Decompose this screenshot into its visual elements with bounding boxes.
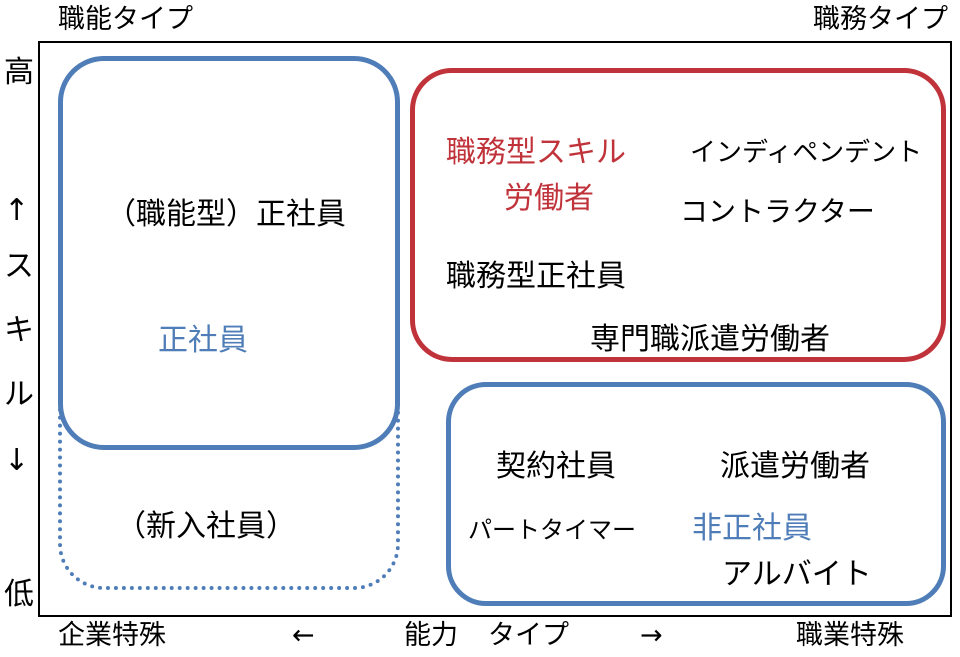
job-skill-worker-box <box>410 68 946 362</box>
contractor-label: コントラクター <box>680 195 875 228</box>
diagram-frame <box>38 41 952 617</box>
non-regular-employee-title: 非正社員 <box>692 511 812 546</box>
axis-occupation-specific-label: 職業特殊 <box>796 620 904 651</box>
axis-right-arrow: → <box>640 620 663 651</box>
axis-skill-char-1: ス <box>4 249 34 284</box>
arbeit-label: アルバイト <box>722 557 872 592</box>
regular-employee-box <box>58 56 400 450</box>
axis-skill-char-2: キ <box>4 313 34 348</box>
axis-firm-specific-label: 企業特殊 <box>58 620 166 651</box>
job-type-regular-label: 職務型正社員 <box>446 259 626 294</box>
axis-arrow-up: ↑ <box>4 193 30 228</box>
axis-ability-label: 能力 <box>404 620 458 651</box>
newcomer-label: （新入社員） <box>116 509 296 544</box>
axis-skill-char-3: ル <box>4 377 34 412</box>
part-timer-label: パートタイマー <box>468 516 636 544</box>
corner-label-job-type: 職務タイプ <box>813 4 948 35</box>
corner-label-functional-type: 職能タイプ <box>58 4 193 35</box>
job-skill-worker-title-line2: 労働者 <box>504 181 594 216</box>
functional-regular-label: （職能型）正社員 <box>106 197 346 232</box>
axis-low-label: 低 <box>4 577 34 612</box>
specialist-dispatch-label: 専門職派遣労働者 <box>590 322 830 357</box>
job-skill-worker-title-line1: 職務型スキル <box>446 135 626 170</box>
axis-high-label: 高 <box>4 55 34 90</box>
regular-employee-title: 正社員 <box>158 323 248 358</box>
non-regular-employee-box <box>446 382 946 606</box>
axis-arrow-down: ↓ <box>4 443 30 478</box>
axis-type-label: タイプ <box>488 620 569 651</box>
dispatch-worker-label: 派遣労働者 <box>720 449 870 484</box>
contract-employee-label: 契約社員 <box>496 449 616 484</box>
axis-left-arrow: ← <box>292 620 315 651</box>
independent-label: インディペンデント <box>690 138 923 168</box>
